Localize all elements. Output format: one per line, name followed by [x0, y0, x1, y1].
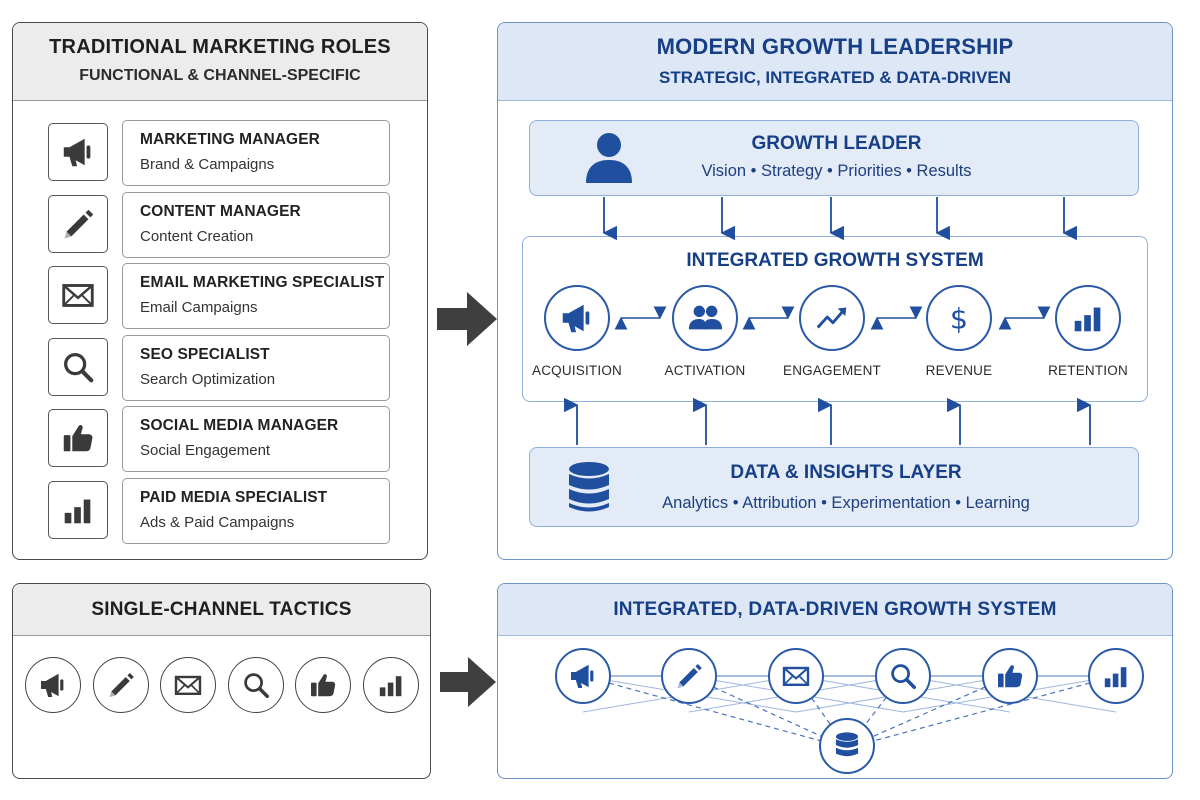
- single-channel-title: SINGLE-CHANNEL TACTICS: [91, 599, 352, 620]
- role-subtitle: Social Engagement: [140, 442, 271, 459]
- transition-arrow-top: [437, 292, 497, 346]
- megaphone-icon: [25, 657, 81, 713]
- role-title: PAID MEDIA SPECIALIST: [140, 488, 328, 506]
- transition-arrow-bottom: [440, 657, 496, 707]
- role-card: MARKETING MANAGER Brand & Campaigns: [122, 120, 390, 186]
- pencil-icon: [48, 194, 108, 253]
- magnifier-icon: [875, 648, 931, 704]
- role-subtitle: Email Campaigns: [140, 299, 258, 316]
- thumbs-up-icon: [295, 657, 351, 713]
- magnifier-icon: [48, 337, 108, 396]
- megaphone-icon: [555, 648, 611, 704]
- integrated-growth-system-title: INTEGRATED GROWTH SYSTEM: [686, 250, 984, 271]
- role-card: EMAIL MARKETING SPECIALIST Email Campaign…: [122, 263, 390, 329]
- traditional-roles-header: TRADITIONAL MARKETING ROLES FUNCTIONAL &…: [13, 23, 427, 101]
- people-icon: [672, 285, 738, 351]
- traditional-roles-panel: TRADITIONAL MARKETING ROLES FUNCTIONAL &…: [12, 22, 428, 560]
- stage-label: ACQUISITION: [532, 363, 622, 378]
- integrated-system-header: INTEGRATED, DATA-DRIVEN GROWTH SYSTEM: [498, 584, 1172, 636]
- stage-label: ENGAGEMENT: [782, 363, 881, 378]
- modern-growth-header: MODERN GROWTH LEADERSHIP STRATEGIC, INTE…: [498, 23, 1172, 101]
- role-card: SEO SPECIALIST Search Optimization: [122, 334, 390, 401]
- integrated-system-title: INTEGRATED, DATA-DRIVEN GROWTH SYSTEM: [613, 599, 1057, 620]
- pencil-icon: [661, 648, 717, 704]
- database-icon: [567, 461, 611, 515]
- single-channel-panel: SINGLE-CHANNEL TACTICS: [12, 583, 431, 779]
- trend-up-icon: [799, 285, 865, 351]
- stage-label: ACTIVATION: [664, 363, 746, 378]
- magnifier-icon: [227, 657, 284, 713]
- modern-growth-subtitle: STRATEGIC, INTEGRATED & DATA-DRIVEN: [659, 68, 1011, 87]
- role-card: CONTENT MANAGER Content Creation: [122, 191, 390, 258]
- stage-label: RETENTION: [1048, 363, 1128, 378]
- dollar-icon: $: [926, 285, 992, 351]
- bar-chart-icon: [362, 657, 419, 713]
- data-insights-box: DATA & INSIGHTS LAYER Analytics • Attrib…: [529, 447, 1139, 527]
- bar-chart-icon: [48, 480, 108, 539]
- envelope-icon: [768, 648, 824, 704]
- traditional-roles-subtitle: FUNCTIONAL & CHANNEL-SPECIFIC: [79, 67, 361, 84]
- stage-label: REVENUE: [925, 363, 993, 378]
- role-title: EMAIL MARKETING SPECIALIST: [140, 274, 385, 291]
- role-subtitle: Content Creation: [140, 227, 254, 245]
- svg-text:$: $: [950, 302, 968, 335]
- role-title: MARKETING MANAGER: [140, 131, 320, 148]
- megaphone-icon: [544, 285, 610, 351]
- role-subtitle: Search Optimization: [140, 370, 276, 388]
- role-card: PAID MEDIA SPECIALIST Ads & Paid Campaign…: [122, 477, 390, 544]
- thumbs-up-icon: [982, 648, 1038, 704]
- person-icon: [583, 130, 635, 184]
- envelope-icon: [160, 657, 216, 713]
- role-title: SOCIAL MEDIA MANAGER: [140, 417, 339, 434]
- modern-growth-title: MODERN GROWTH LEADERSHIP: [656, 34, 1014, 59]
- megaphone-icon: [48, 123, 108, 181]
- role-title: CONTENT MANAGER: [140, 202, 301, 220]
- bar-chart-icon: [1055, 285, 1121, 351]
- growth-leader-box: GROWTH LEADER Vision • Strategy • Priori…: [529, 120, 1139, 196]
- integrated-system-panel: INTEGRATED, DATA-DRIVEN GROWTH SYSTEM: [497, 583, 1173, 779]
- single-channel-header: SINGLE-CHANNEL TACTICS: [13, 584, 430, 636]
- modern-growth-panel: MODERN GROWTH LEADERSHIP STRATEGIC, INTE…: [497, 22, 1173, 560]
- growth-leader-sub: Vision • Strategy • Priorities • Results: [701, 162, 972, 180]
- database-icon: [819, 718, 875, 774]
- data-insights-sub: Analytics • Attribution • Experimentatio…: [662, 494, 1030, 512]
- envelope-icon: [48, 266, 108, 324]
- growth-leader-title: GROWTH LEADER: [751, 133, 922, 154]
- bar-chart-icon: [1088, 648, 1144, 704]
- pencil-icon: [92, 657, 149, 713]
- data-insights-title: DATA & INSIGHTS LAYER: [730, 462, 962, 483]
- role-subtitle: Brand & Campaigns: [140, 156, 275, 173]
- traditional-roles-title: TRADITIONAL MARKETING ROLES: [49, 36, 391, 58]
- role-subtitle: Ads & Paid Campaigns: [140, 513, 295, 531]
- role-card: SOCIAL MEDIA MANAGER Social Engagement: [122, 406, 390, 472]
- role-title: SEO SPECIALIST: [140, 345, 270, 363]
- thumbs-up-icon: [48, 409, 108, 467]
